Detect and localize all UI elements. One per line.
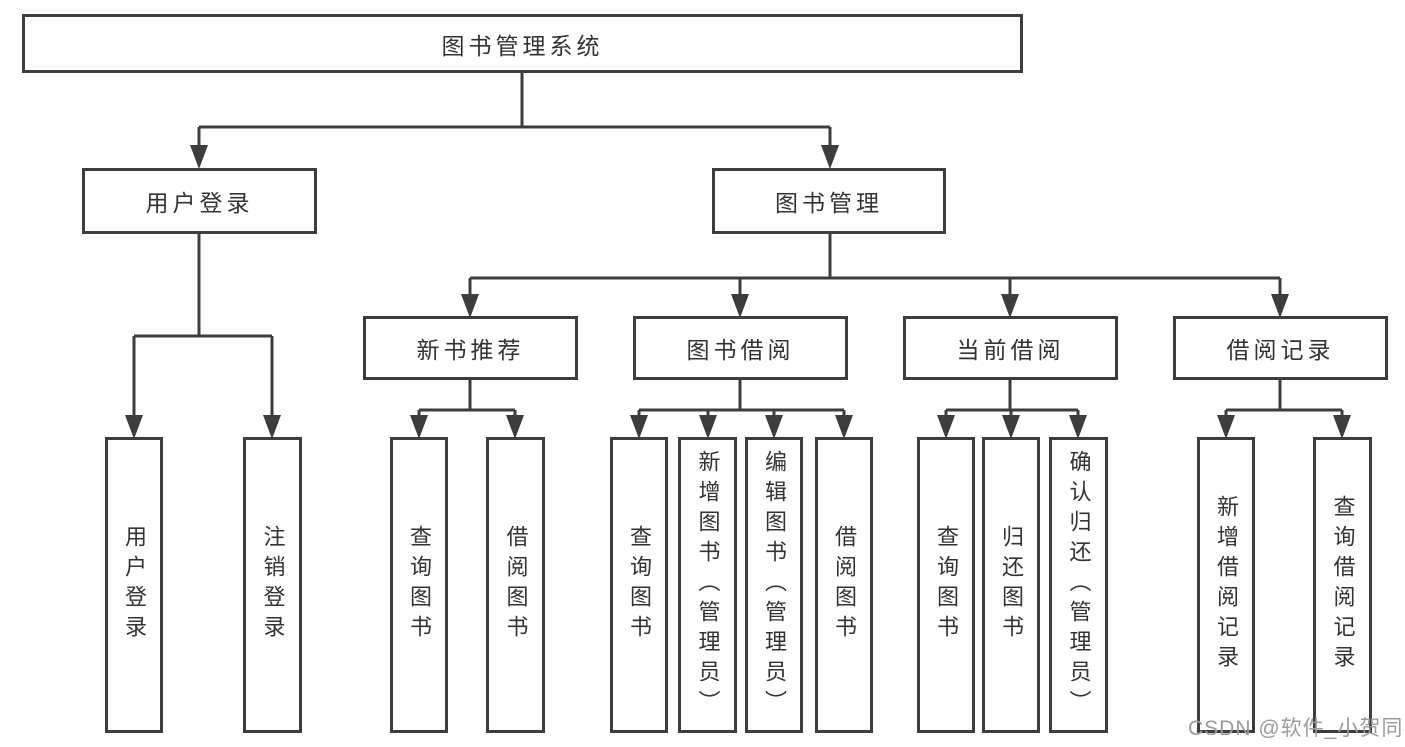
- arrow-down-icon: [125, 415, 143, 439]
- leaf-edit-books-admin: 编辑图书（管理员）: [745, 437, 803, 733]
- arrowhead-icons: [125, 145, 1351, 439]
- leaf-borrow-books: 借阅图书: [815, 437, 873, 733]
- arrow-down-icon: [699, 415, 717, 439]
- connector-current-borrow-children: [944, 380, 1080, 419]
- leaf-query-borrow-record: 查询借阅记录: [1313, 437, 1372, 733]
- connector-borrow-records-children: [1224, 380, 1344, 419]
- leaf-query-books-current: 查询图书: [917, 437, 975, 733]
- leaf-borrow-books-recommend: 借阅图书: [486, 437, 545, 733]
- leaf-confirm-return-admin: 确认归还（管理员）: [1049, 437, 1108, 733]
- connector-root-to-level2: [197, 73, 832, 150]
- arrow-down-icon: [263, 415, 281, 439]
- arrow-down-icon: [630, 415, 648, 439]
- connector-new-book-recommend-children: [417, 380, 517, 419]
- arrow-down-icon: [1333, 415, 1351, 439]
- arrow-down-icon: [1001, 294, 1019, 318]
- arrow-down-icon: [1217, 415, 1235, 439]
- arrow-down-icon: [821, 145, 839, 169]
- node-new-book-recommend: 新书推荐: [363, 316, 578, 380]
- leaf-add-books-admin: 新增图书（管理员）: [678, 437, 737, 733]
- csdn-watermark: CSDN @软件_小贺同学: [1188, 717, 1405, 740]
- connector-user-login-children: [132, 234, 274, 419]
- arrow-down-icon: [461, 294, 479, 318]
- node-user-login: 用户登录: [82, 168, 317, 234]
- arrow-down-icon: [731, 294, 749, 318]
- leaf-add-borrow-record: 新增借阅记录: [1197, 437, 1255, 733]
- arrow-down-icon: [1002, 415, 1020, 439]
- node-borrow-records: 借阅记录: [1173, 316, 1388, 380]
- node-book-borrow: 图书借阅: [633, 316, 848, 380]
- arrow-down-icon: [190, 145, 208, 169]
- arrow-down-icon: [410, 415, 428, 439]
- arrow-down-icon: [1069, 415, 1087, 439]
- arrow-down-icon: [765, 415, 783, 439]
- node-current-borrow: 当前借阅: [903, 316, 1118, 380]
- arrow-down-icon: [937, 415, 955, 439]
- leaf-return-books: 归还图书: [982, 437, 1040, 733]
- node-book-management: 图书管理: [712, 168, 946, 234]
- leaf-query-books-recommend: 查询图书: [390, 437, 448, 733]
- leaf-user-login: 用户登录: [105, 437, 163, 733]
- node-library-management-system: 图书管理系统: [22, 14, 1023, 73]
- arrow-down-icon: [506, 415, 524, 439]
- leaf-logout-login: 注销登录: [243, 437, 302, 733]
- connector-book-management-children: [468, 234, 1282, 298]
- leaf-query-books-borrow: 查询图书: [610, 437, 668, 733]
- arrow-down-icon: [835, 415, 853, 439]
- arrow-down-icon: [1271, 294, 1289, 318]
- connector-book-borrow-children: [637, 380, 846, 419]
